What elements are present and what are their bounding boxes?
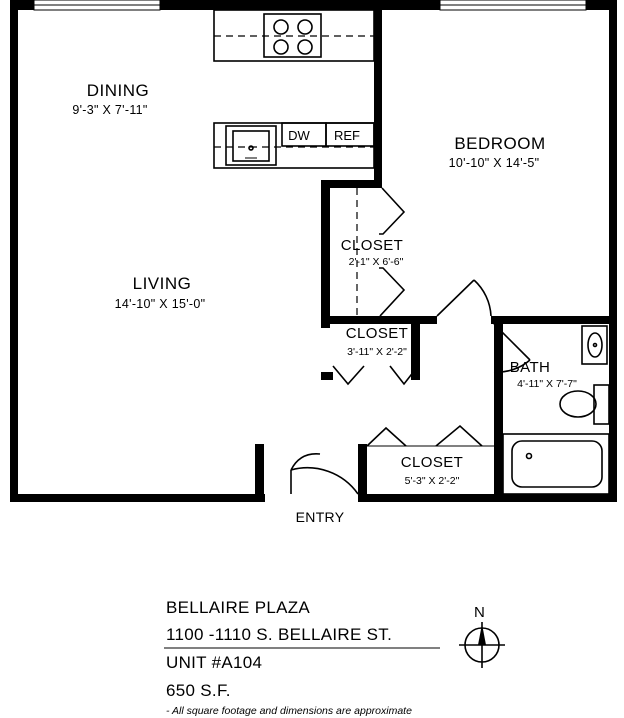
room-closet-bedroom: CLOSET 2'-1" X 6'-6" [341,237,404,268]
entry-door [290,453,359,495]
room-bedroom: BEDROOM 10'-10" X 14'-5" [449,134,546,170]
dishwasher-label: DW [288,128,310,143]
bath-name: BATH [510,359,551,376]
room-closet-hall: CLOSET 3'-11" X 2'-2" [346,325,408,358]
room-closet-entry: CLOSET 5'-3" X 2'-2" [401,454,463,487]
square-footage: 650 S.F. [166,681,231,700]
stove [213,9,375,62]
property-name: BELLAIRE PLAZA [166,598,310,617]
disclaimer: - All square footage and dimensions are … [166,705,412,717]
room-living: LIVING 14'-10" X 15'-0" [115,274,206,311]
interior-walls [255,10,617,502]
closet-entry-name: CLOSET [401,454,463,471]
bedroom-closet-doors [356,187,406,317]
dining-name: DINING [87,81,150,100]
bedroom-name: BEDROOM [454,134,545,153]
closet-bedroom-name: CLOSET [341,237,403,254]
bathroom-fixtures [502,325,610,495]
compass-north-label: N [474,604,485,621]
kitchen-counter: DW REF [213,122,375,169]
dining-dims: 9'-3" X 7'-11" [72,103,147,117]
bath-door [493,323,531,373]
entry-closet-doors [366,424,494,447]
property-address: 1100 -1110 S. BELLAIRE ST. [166,625,392,644]
windows [33,0,587,11]
refrigerator-label: REF [334,128,360,143]
north-arrow-icon: N [459,604,505,668]
living-dims: 14'-10" X 15'-0" [115,297,206,311]
room-dining: DINING 9'-3" X 7'-11" [72,81,150,117]
closet-hall-dims: 3'-11" X 2'-2" [347,346,407,358]
bedroom-door [436,279,492,317]
property-info: BELLAIRE PLAZA 1100 -1110 S. BELLAIRE ST… [164,598,440,717]
unit-number: UNIT #A104 [166,653,262,672]
living-name: LIVING [133,274,192,293]
room-bath: BATH 4'-11" X 7'-7" [510,359,577,390]
hall-closet-doors [332,365,419,386]
closet-entry-dims: 5'-3" X 2'-2" [405,475,460,487]
entry-label: ENTRY [296,509,345,525]
closet-hall-name: CLOSET [346,325,408,342]
closet-bedroom-dims: 2'-1" X 6'-6" [349,256,404,268]
exterior-walls [10,0,617,502]
bedroom-dims: 10'-10" X 14'-5" [449,156,540,170]
bath-dims: 4'-11" X 7'-7" [517,378,577,390]
